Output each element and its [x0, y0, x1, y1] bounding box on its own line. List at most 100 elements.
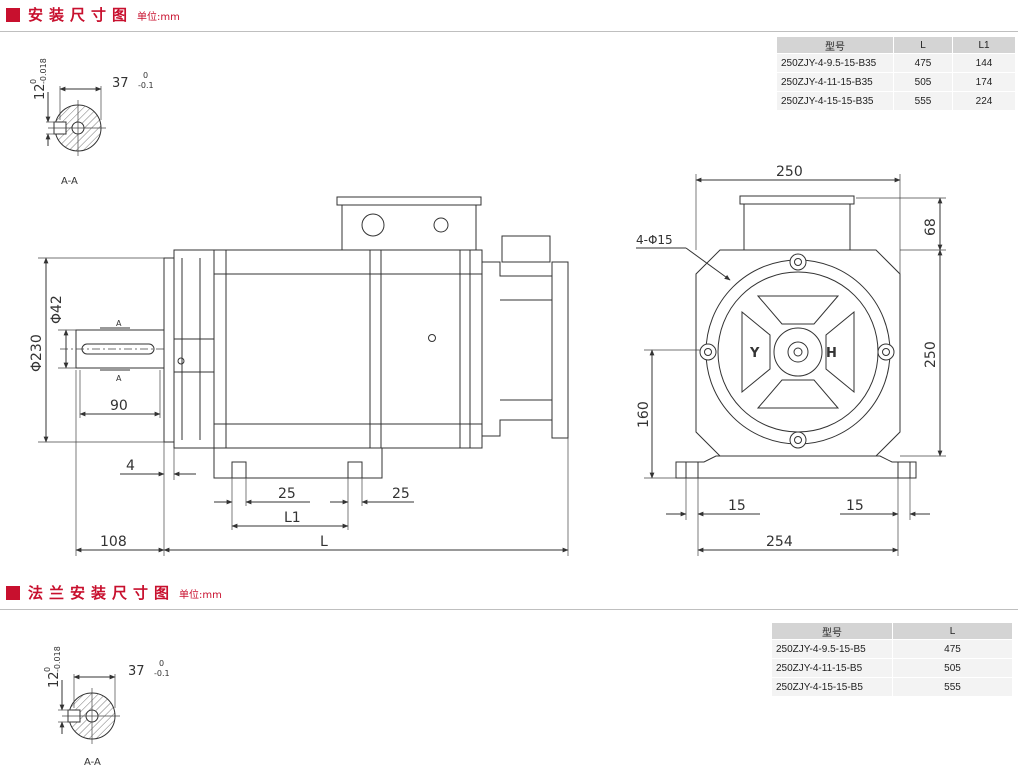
hub-ring [773, 327, 823, 377]
lifting-point [428, 334, 436, 342]
table-header-cell: L [892, 622, 1013, 640]
mounting-feet [213, 447, 383, 479]
foot-slot [231, 461, 247, 479]
section2-header: 法兰安装尺寸图单位:mm [0, 582, 1018, 610]
bolt-hole [789, 253, 807, 271]
table-cell: 250ZJY-4-15-15-B5 [771, 677, 893, 697]
bolt-hole-inner [704, 348, 712, 356]
terminal-box-lid [336, 196, 482, 206]
hole-label: 4-Φ15 [636, 233, 673, 247]
vent-window [741, 310, 771, 394]
table-cell: 224 [952, 91, 1016, 111]
table-cell: 555 [892, 677, 1013, 697]
dim-90-label: 90 [110, 398, 128, 414]
svg-text:-0.018: -0.018 [39, 58, 48, 84]
svg-text:-0.1: -0.1 [154, 669, 170, 678]
svg-text:0: 0 [143, 71, 148, 80]
section1-unit: 单位:mm [137, 12, 180, 23]
dim-25b-label: 25 [392, 486, 410, 502]
dim-L-label: L [320, 534, 328, 550]
dim-d230-label: Φ230 [29, 334, 45, 372]
end-shield-front [173, 249, 215, 449]
table-cell: 174 [952, 72, 1016, 92]
cable-gland-hole [433, 217, 449, 233]
dim-depth-label: 37 0 -0.1 [112, 71, 154, 91]
shaft-end [787, 341, 809, 363]
flange-plate [163, 257, 175, 443]
svg-text:0: 0 [43, 667, 52, 672]
section2-unit: 单位:mm [179, 590, 222, 601]
section-label: A-A [61, 176, 78, 187]
dim-108-label: 108 [100, 534, 127, 550]
section1-spec-table: 型号 L L1 250ZJY-4-9.5-15-B35 475 144 250Z… [776, 36, 1016, 111]
table-row: 250ZJY-4-15-15-B35 555 224 [776, 91, 1016, 111]
table-cell: 250ZJY-4-15-15-B35 [776, 91, 894, 111]
section1-header: 安装尺寸图单位:mm [0, 4, 1018, 32]
section-marker-icon [6, 8, 20, 22]
table-header-row: 型号 L L1 [776, 36, 1016, 54]
table-cell: 505 [893, 72, 953, 92]
mounting-feet [675, 455, 917, 479]
foot-slot [347, 461, 363, 479]
shaft-center [793, 347, 803, 357]
dim-15a-label: 15 [728, 498, 746, 514]
svg-text:12: 12 [47, 671, 62, 688]
svg-text:-0.1: -0.1 [138, 81, 154, 90]
table-cell: 475 [892, 639, 1013, 659]
section-label: A-A [84, 757, 101, 768]
section-mark-label: A [116, 374, 122, 383]
letter-left: Y [749, 346, 760, 361]
section2-shaft-section-view: 12 0 -0.018 37 0 -0.1 A-A [43, 646, 170, 768]
table-row: 250ZJY-4-15-15-B5 555 [771, 677, 1013, 697]
table-cell: 555 [893, 91, 953, 111]
leader-line [685, 247, 731, 281]
table-header-cell: 型号 [776, 36, 894, 54]
section2-rule [0, 609, 1018, 610]
dim-key-label: 12 0 -0.018 [29, 58, 48, 100]
dim-160-label: 160 [636, 401, 652, 428]
section2-spec-table: 型号 L 250ZJY-4-9.5-15-B5 475 250ZJY-4-11-… [771, 622, 1013, 697]
table-row: 250ZJY-4-9.5-15-B35 475 144 [776, 53, 1016, 73]
rear-housing [481, 261, 553, 437]
dim-68-label: 68 [923, 218, 939, 236]
vent-window [756, 295, 840, 325]
table-cell: 144 [952, 53, 1016, 73]
dim-250-side-label: 250 [923, 341, 939, 368]
section1-rule [0, 31, 1018, 32]
motor-body [213, 249, 483, 449]
svg-text:37: 37 [128, 664, 145, 679]
bolt-hole-inner [882, 348, 890, 356]
svg-text:37: 37 [112, 76, 129, 91]
dim-L1-label: L1 [284, 510, 301, 526]
foot-slot [685, 461, 699, 479]
section-mark-label: A [116, 319, 122, 328]
table-row: 250ZJY-4-9.5-15-B5 475 [771, 639, 1013, 659]
table-cell: 475 [893, 53, 953, 73]
rear-cover [551, 261, 569, 439]
vent-window [825, 310, 855, 394]
cable-gland-hole [361, 213, 385, 237]
bolt-hole-inner [794, 436, 802, 444]
dim-4-label: 4 [126, 458, 135, 474]
svg-text:12: 12 [33, 83, 48, 100]
bolt-hole [699, 343, 717, 361]
vent-window [756, 379, 840, 409]
svg-text:-0.018: -0.018 [53, 646, 62, 672]
dim-d42-label: Φ42 [49, 295, 65, 324]
dim-15b-label: 15 [846, 498, 864, 514]
dim-key-label: 12 0 -0.018 [43, 646, 62, 688]
bolt-hole [877, 343, 895, 361]
dim-depth-label: 37 0 -0.1 [128, 659, 170, 679]
svg-text:0: 0 [29, 79, 38, 84]
section2-title: 法兰安装尺寸图单位:mm [28, 584, 222, 602]
bolt-hole [789, 431, 807, 449]
table-row: 250ZJY-4-11-15-B5 505 [771, 658, 1013, 678]
section1-title: 安装尺寸图单位:mm [28, 6, 180, 24]
table-header-row: 型号 L [771, 622, 1013, 640]
dim-25a-label: 25 [278, 486, 296, 502]
dim-250-top-label: 250 [776, 164, 803, 180]
table-row: 250ZJY-4-11-15-B35 505 174 [776, 72, 1016, 92]
section1-shaft-section-view: 12 0 -0.018 37 0 -0.1 A-A [29, 58, 154, 187]
body-band [459, 249, 471, 449]
